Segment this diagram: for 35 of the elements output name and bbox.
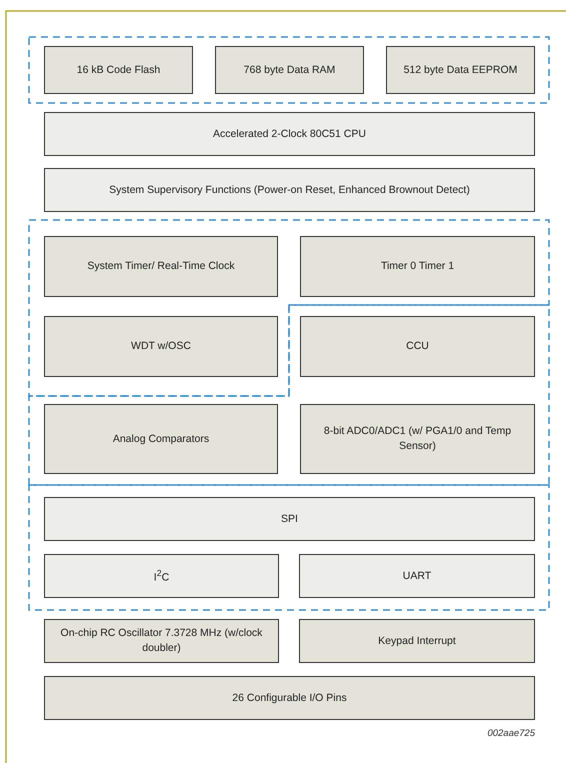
block-label: System Supervisory Functions (Power-on Reset, Enhanced Brownout Detect) (109, 182, 470, 198)
block-box (44, 497, 535, 541)
block-box (386, 46, 535, 94)
block-box (300, 236, 535, 297)
block-box (299, 554, 535, 598)
block-box (44, 619, 279, 663)
block-label: UART (402, 568, 432, 584)
block-box (44, 554, 279, 598)
block-label: 512 byte Data EEPROM (404, 62, 518, 78)
block-label: 768 byte Data RAM (244, 62, 336, 78)
block-label: Accelerated 2-Clock 80C51 CPU (213, 126, 366, 142)
block-label: Timer 0 Timer 1 (380, 259, 454, 274)
block-label: 16 kB Code Flash (76, 62, 160, 78)
block-label: Keypad Interrupt (378, 634, 456, 648)
block-box (44, 404, 278, 474)
block-box (44, 676, 535, 720)
block-box (44, 46, 193, 94)
figure-id: 002aae725 (487, 728, 535, 739)
block-label: On-chip RC Oscillator 7.3728 MHz (w/clock doubler) (60, 626, 264, 656)
block-box (44, 112, 535, 156)
block-box (215, 46, 364, 94)
block-label: WDT w/OSC (131, 339, 191, 354)
block-box (44, 168, 535, 212)
block-box (44, 236, 278, 297)
block-box (300, 404, 535, 474)
block-label: SPI (281, 512, 298, 526)
block-label: CCU (406, 339, 429, 354)
block-label: Analog Comparators (112, 432, 210, 446)
block-label: System Timer/ Real-Time Clock (87, 259, 235, 274)
block-box (299, 619, 535, 663)
block-box (300, 316, 535, 377)
block-label: I$^{2}$C (154, 566, 170, 586)
block-box (44, 316, 278, 377)
block-label: 26 Configurable I/O Pins (232, 690, 347, 706)
block-label: 8-bit ADC0/ADC1 (w/ PGA1/0 and Temp Sensor) (322, 424, 512, 454)
